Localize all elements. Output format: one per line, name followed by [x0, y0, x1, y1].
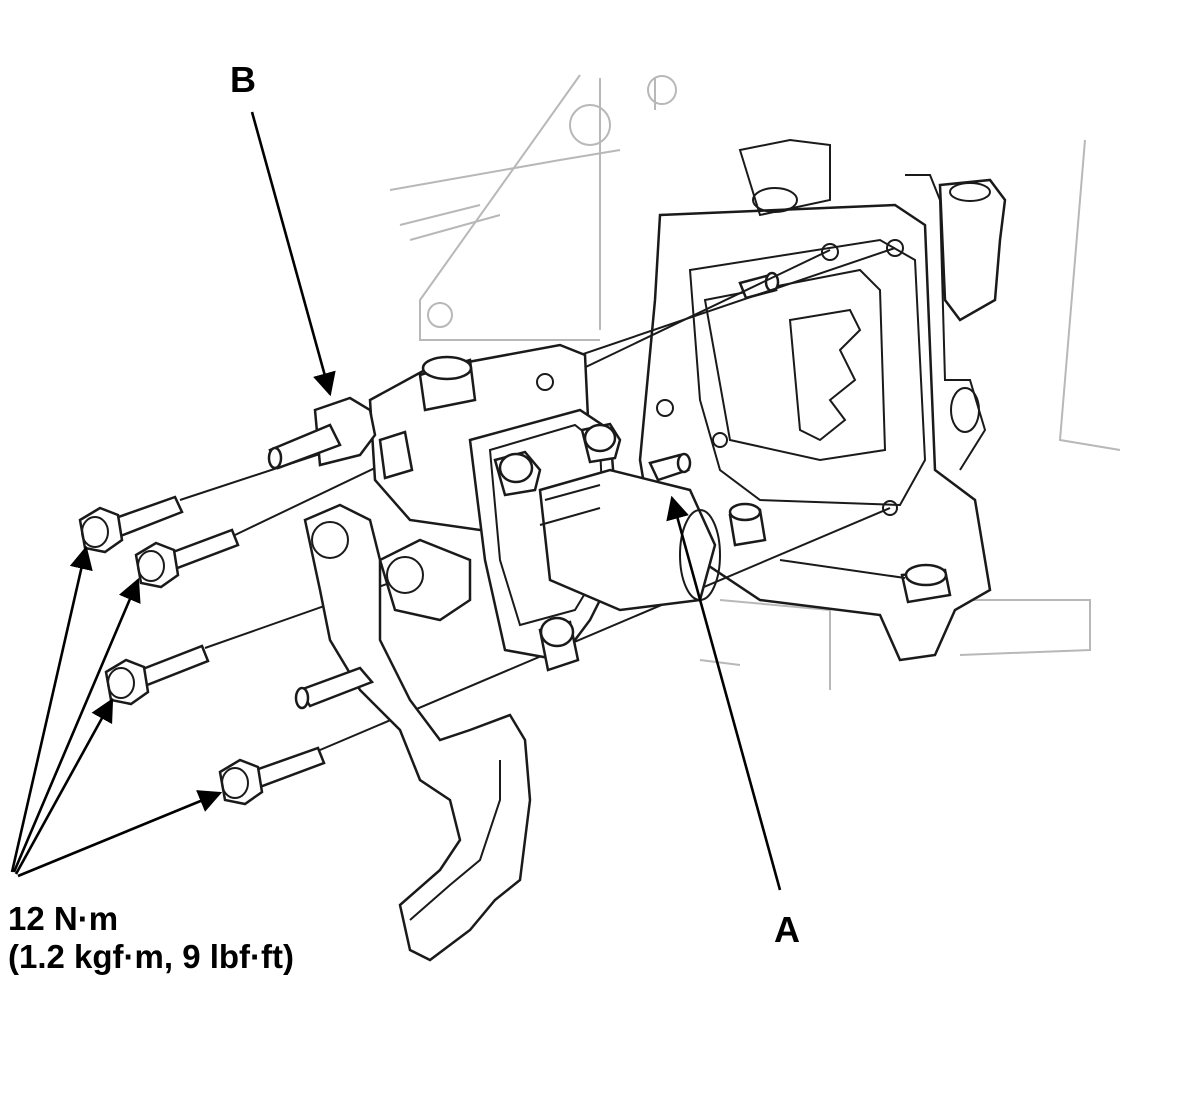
leader-line-b	[250, 111, 336, 397]
callout-label-a: A	[774, 909, 800, 950]
torque-specification: 12 N·m (1.2 kgf·m, 9 lbf·ft)	[8, 900, 294, 976]
leader-line-a	[666, 495, 782, 891]
frame-nuts	[728, 502, 952, 604]
flange-bolt-4	[218, 746, 326, 806]
torque-spec-primary: 12 N·m	[8, 900, 119, 937]
torque-spec-conversions: (1.2 kgf·m, 9 lbf·ft)	[8, 937, 294, 975]
callout-label-b: B	[230, 59, 256, 100]
torque-leader-lines	[10, 545, 223, 878]
flange-bolt-3	[104, 644, 210, 706]
actuator-housing	[378, 408, 721, 672]
flange-bolt-2	[134, 528, 240, 589]
shift-lever	[294, 503, 532, 962]
mounting-frame	[638, 138, 1007, 662]
flange-bolt-1	[78, 495, 184, 554]
